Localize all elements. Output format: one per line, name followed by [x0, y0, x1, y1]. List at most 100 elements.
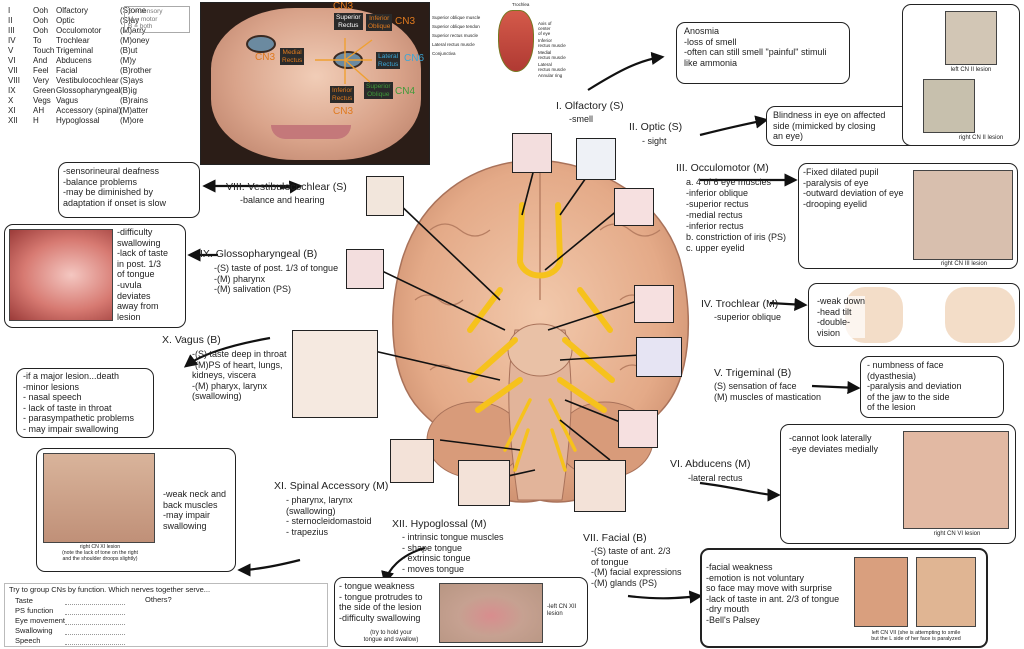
abducens-title: VI. Abducens (M) [670, 458, 751, 470]
facial-desc: -(S) taste of ant. 2/3 of tongue -(M) fa… [591, 546, 682, 588]
mnemonic-nerve-name: Hypoglossal [56, 116, 100, 125]
optic-icon [576, 138, 616, 180]
olfactory-desc: -smell [569, 114, 593, 124]
trochlear-lesion-box: -weak down -head tilt -double- vision [808, 283, 1020, 347]
inferior-oblique-label: Inferior Oblique [366, 14, 393, 32]
mnemonic-numeral: VI [8, 56, 16, 65]
mnemonic-numeral: II [8, 16, 13, 25]
quiz-answer-line[interactable] [65, 614, 125, 615]
spinal-accessory-title: XI. Spinal Accessory (M) [274, 480, 389, 492]
trigeminal-lesion-box: - numbness of face (dyasthesia) -paralys… [860, 356, 1004, 418]
mnemonic-phrase: (B)rains [120, 96, 149, 105]
vagus-lesion-text: -if a major lesion...death -minor lesion… [23, 371, 135, 435]
mnemonic-numeral: V [8, 46, 14, 55]
inferior-rectus-label: Inferior Rectus [330, 86, 355, 104]
mnemonic-phrase: (S)ome [120, 6, 147, 15]
hypoglossal-desc: - intrinsic tongue muscles - shape tongu… [402, 532, 504, 574]
olfactory-title: I. Olfactory (S) [556, 100, 624, 112]
mnemonic-word: Ooh [33, 26, 49, 35]
mnemonic-word: Touch [33, 46, 55, 55]
abducens-lesion-text: -cannot look laterally -eye deviates med… [789, 433, 879, 454]
mnemonic-word: Ooh [33, 16, 49, 25]
mnemonic-row: XII H Hypoglossal (M)ore [8, 116, 198, 126]
mnemonic-nerve-name: Olfactory [56, 6, 89, 15]
abducens-photo [903, 431, 1009, 529]
glossopharyngeal-lesion-text: -difficulty swallowing -lack of taste in… [117, 227, 169, 322]
mnemonic-phrase: (M)ore [120, 116, 144, 125]
hypoglossal-note: (try to hold your tongue and swallow) [363, 630, 419, 643]
cn3-left-label: CN3 [255, 52, 276, 63]
glossopharyngeal-title: IX. Glossopharyngeal (B) [200, 248, 318, 260]
spinal-accessory-caption: right CN XI lesion (note the lack of ton… [62, 544, 138, 562]
vagus-lesion-box: -if a major lesion...death -minor lesion… [16, 368, 154, 438]
mnemonic-phrase: (M)y [120, 56, 136, 65]
occulomotor-lesion-text: -Fixed dilated pupil -paralysis of eye -… [803, 167, 904, 209]
mnemonic-word: Ooh [33, 6, 49, 15]
occulomotor-photo [913, 170, 1013, 260]
mnemonic-legend: S = sensory M = motor B = both [124, 6, 190, 33]
mnemonic-nerve-name: Glossopharyngeal [56, 86, 121, 95]
quiz-item-label: Swallowing [15, 626, 53, 635]
quiz-answer-line[interactable] [65, 604, 125, 605]
eye-anatomy-label: Superior oblique muscle [432, 15, 481, 20]
cn6-label: CN6 [404, 53, 425, 64]
mnemonic-nerve-name: Trigeminal [56, 46, 94, 55]
mnemonic-word: H [33, 116, 39, 125]
quiz-item: Eye movement [15, 616, 145, 626]
facial-icon [574, 460, 626, 512]
abducens-icon [618, 410, 658, 448]
facial-title: VII. Facial (B) [583, 532, 647, 544]
hypoglossal-caption: -left CN XII lesion [547, 604, 577, 618]
eye-anatomy-label: Lateral rectus muscle [538, 61, 566, 72]
mnemonic-nerve-name: Optic [56, 16, 75, 25]
eye-muscle-arrows [315, 38, 373, 84]
optic-right-photo [923, 79, 975, 133]
mnemonic-nerve-name: Vestibulocochlear [56, 76, 119, 85]
hypoglossal-icon [458, 460, 510, 506]
eye-anatomy-label: Superior oblique tendon [432, 23, 480, 29]
vagus-icon [292, 330, 378, 418]
mnemonic-numeral: I [8, 6, 11, 15]
hypoglossal-lesion-text: - tongue weakness - tongue protrudes to … [339, 581, 423, 623]
eye-anatomy-label: Lateral rectus muscle [432, 41, 475, 47]
mnemonic-word: To [33, 36, 42, 45]
mnemonic-numeral: VII [8, 66, 18, 75]
cn3-bottom-label: CN3 [333, 106, 354, 117]
spinal-accessory-photo [43, 453, 155, 543]
mnemonic-nerve-name: Abducens [56, 56, 92, 65]
mnemonic-word: AH [33, 106, 45, 115]
occulomotor-title: III. Occulomotor (M) [676, 162, 769, 174]
quiz-answer-line[interactable] [65, 644, 125, 645]
trigeminal-title: V. Trigeminal (B) [714, 367, 792, 379]
quiz-answer-line[interactable] [65, 624, 125, 625]
abducens-desc: -lateral rectus [688, 473, 743, 483]
mnemonic-numeral: XII [8, 116, 18, 125]
vestibulocochlear-icon [366, 176, 404, 216]
facial-lesion-box: -facial weakness -emotion is not volunta… [700, 548, 988, 648]
mnemonic-numeral: IX [8, 86, 16, 95]
optic-title: II. Optic (S) [629, 121, 683, 133]
mnemonic-word: Very [33, 76, 50, 85]
quiz-item: Taste [15, 596, 145, 606]
mnemonic-phrase: (M)atter [120, 106, 148, 115]
mnemonic-phrase: (B)rother [120, 66, 152, 75]
cn3-top-label: CN3 [333, 1, 354, 12]
mnemonic-word: Feel [33, 66, 49, 75]
facial-photo-left [854, 557, 908, 627]
eye-anatomy-label: Medial rectus muscle [538, 49, 566, 60]
quiz-item: PS function [15, 606, 145, 616]
mnemonic-phrase: (B)ut [120, 46, 138, 55]
mnemonic-word: Vegs [33, 96, 51, 105]
quiz-item-label: Taste [15, 596, 33, 605]
olfactory-lesion-box: Anosmia -loss of smell -often can still … [676, 22, 850, 84]
quiz-answer-line[interactable] [65, 634, 125, 635]
trochlear-icon [634, 285, 674, 323]
eye-muscle-illustration [498, 10, 534, 72]
facial-lesion-text: -facial weakness -emotion is not volunta… [706, 562, 840, 626]
